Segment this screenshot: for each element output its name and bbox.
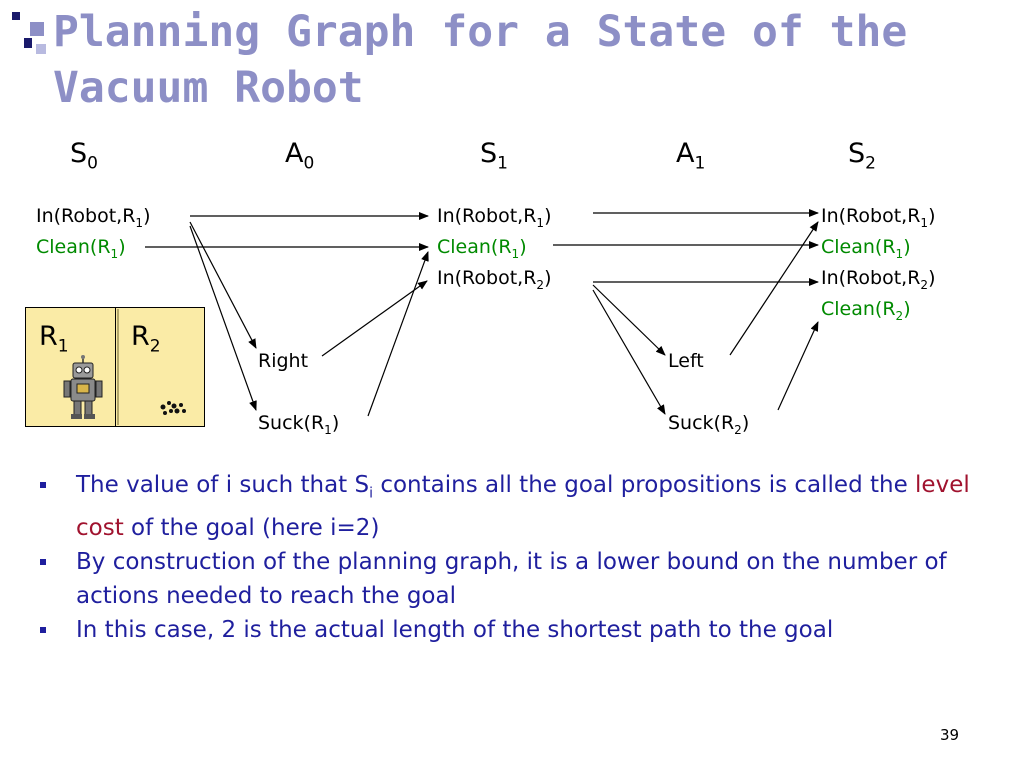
s2-in-robot-r2: In(Robot,R2) <box>821 267 936 292</box>
s0-in-robot-r1: In(Robot,R1) <box>36 205 151 230</box>
bullet-lower-bound: By construction of the planning graph, i… <box>40 545 1000 613</box>
title-line-1: Planning Graph for a State of the <box>53 7 908 57</box>
level-s1: S1 <box>480 138 508 174</box>
bullet-level-cost: The value of i such that Si contains all… <box>40 468 1000 545</box>
page-number: 39 <box>940 726 960 744</box>
bullet-list: The value of i such that Si contains all… <box>40 468 1000 647</box>
edge-s1-robot-r2-to-left <box>592 284 666 356</box>
edge-s1-robot-r2-to-suck-r2 <box>592 289 666 415</box>
s2-in-robot-r1: In(Robot,R1) <box>821 205 936 230</box>
level-s0: S0 <box>70 138 98 174</box>
s1-in-robot-r1: In(Robot,R1) <box>437 205 552 230</box>
level-cost-term: level cost <box>76 472 970 541</box>
bullet-marker <box>40 626 46 633</box>
level-a0: A0 <box>285 138 315 174</box>
rooms-box <box>25 307 205 427</box>
a0-suck-r1: Suck(R1) <box>258 412 340 437</box>
a1-suck-r2: Suck(R2) <box>668 412 750 437</box>
level-a1: A1 <box>676 138 706 174</box>
edge-left-to-s2-robot-r1 <box>729 221 819 356</box>
dirt-icon <box>160 401 186 415</box>
s1-clean-r1: Clean(R1) <box>437 236 527 261</box>
edge-suck-r1-to-s1-clean-r1 <box>367 251 429 417</box>
bullet-marker <box>40 482 46 488</box>
room-r1-label: R1 <box>39 321 69 357</box>
s2-clean-r1: Clean(R1) <box>821 236 911 261</box>
title-line-2: Vacuum Robot <box>53 63 364 113</box>
edge-s0-robot-r1-to-suck-r1 <box>189 225 257 411</box>
slide-title: Planning Graph for a State of the Vacuum… <box>53 4 1013 116</box>
s0-clean-r1: Clean(R1) <box>36 236 126 261</box>
room-r2-label: R2 <box>131 321 161 357</box>
s1-in-robot-r2: In(Robot,R2) <box>437 267 552 292</box>
edge-right-to-s1-robot-r2 <box>321 280 428 357</box>
bullet-shortest-path: In this case, 2 is the actual length of … <box>40 613 1000 647</box>
edge-suck-r2-to-s2-clean-r2 <box>777 321 819 411</box>
s2-clean-r2: Clean(R2) <box>821 298 911 323</box>
rooms-illustration: R1 R2 <box>25 307 205 427</box>
level-s2: S2 <box>848 138 876 174</box>
bullet-marker <box>40 558 46 565</box>
a0-right: Right <box>258 350 309 372</box>
edge-s0-robot-r1-to-right <box>189 221 257 349</box>
a1-left: Left <box>668 350 704 372</box>
corner-decoration <box>0 0 60 60</box>
robot-icon <box>63 355 103 419</box>
